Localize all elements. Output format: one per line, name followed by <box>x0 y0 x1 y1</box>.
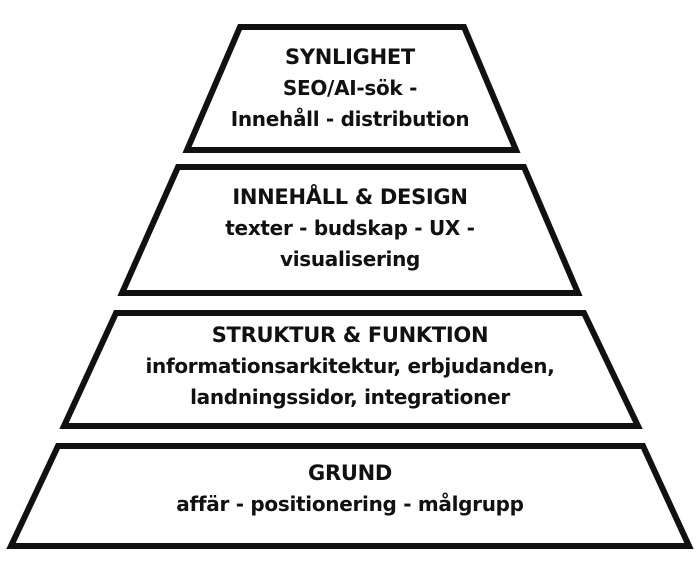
tier-innehall-design: INNEHÅLL & DESIGN texter - budskap - UX … <box>0 182 700 275</box>
tier-line: informationsarkitektur, erbjudanden, <box>145 354 555 378</box>
tier-struktur-funktion: STRUKTUR & FUNKTION informationsarkitekt… <box>0 320 700 413</box>
tier-line: landningssidor, integrationer <box>190 385 510 409</box>
tier-title: INNEHÅLL & DESIGN <box>232 185 468 209</box>
tier-synlighet: SYNLIGHET SEO/AI-sök - Innehåll - distri… <box>0 42 700 135</box>
tier-innehall-design-shape <box>117 164 583 296</box>
tier-line: visualisering <box>279 247 421 271</box>
tier-line: Innehåll - distribution <box>230 107 470 131</box>
tier-title: SYNLIGHET <box>285 45 415 69</box>
tier-line: affär - positionering - målgrupp <box>176 492 524 516</box>
tier-grund: GRUND affär - positionering - målgrupp <box>0 458 700 520</box>
tier-line: texter - budskap - UX - <box>225 216 475 240</box>
tier-grund-shape <box>6 443 694 549</box>
tier-line: SEO/AI-sök - <box>282 76 418 100</box>
tier-title: GRUND <box>308 461 392 485</box>
tier-struktur-funktion-shape <box>59 310 643 429</box>
tier-synlighet-shape <box>182 24 521 153</box>
tier-title: STRUKTUR & FUNKTION <box>211 323 489 347</box>
